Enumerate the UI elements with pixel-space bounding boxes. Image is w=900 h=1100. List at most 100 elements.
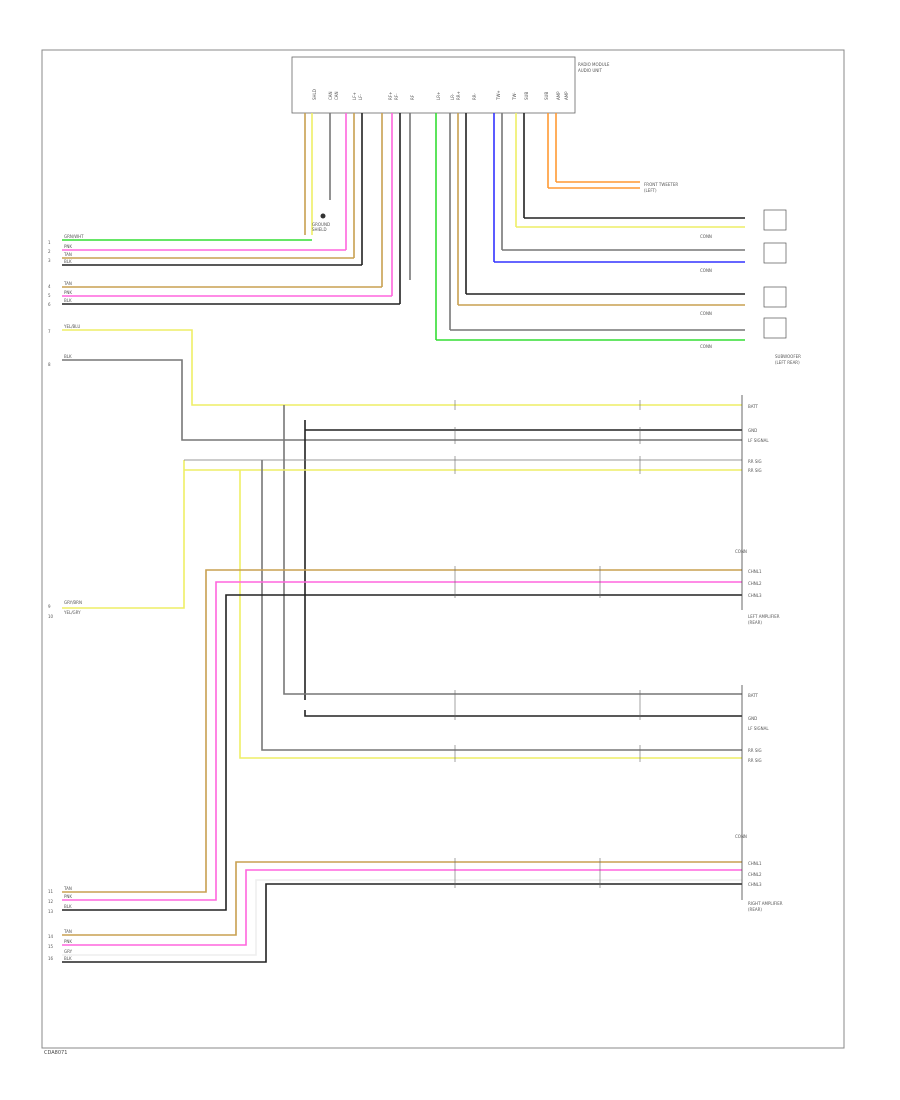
svg-text:CHNL2: CHNL2 [748,581,762,586]
svg-text:AMP: AMP [564,91,569,100]
svg-text:TAN: TAN [63,886,72,891]
svg-text:15: 15 [48,944,54,949]
footer-code: CDA8071 [44,1050,67,1056]
svg-text:8: 8 [48,362,51,367]
svg-text:GRN/WHT: GRN/WHT [64,234,84,239]
svg-text:CONN: CONN [735,834,747,839]
svg-text:6: 6 [48,302,51,307]
ground-symbol-icon: GROUND SHIELD [312,213,330,232]
svg-text:CONN: CONN [735,549,747,554]
svg-text:7: 7 [48,329,51,334]
svg-text:(REAR): (REAR) [748,620,762,625]
svg-text:(LEFT): (LEFT) [644,188,657,193]
amp-module-upper: BATT GND LF SIGNAL RR SIG RR SIG CONN CH… [735,395,780,625]
svg-text:BLK: BLK [64,904,72,909]
svg-text:RF-: RF- [394,93,399,100]
left-harness-top [62,239,400,305]
svg-text:RR SIG: RR SIG [748,748,762,753]
svg-text:CONN: CONN [700,344,712,349]
module-drop-wires [304,113,557,340]
svg-text:SUBWOOFER: SUBWOOFER [775,354,801,359]
svg-text:RR SIG: RR SIG [748,459,762,464]
svg-text:RF+: RF+ [388,92,393,100]
connector-ticks [454,400,641,888]
svg-text:RR SIG: RR SIG [748,758,762,763]
svg-text:RIGHT AMPLIFIER: RIGHT AMPLIFIER [748,901,783,906]
svg-text:TAN: TAN [63,929,72,934]
svg-text:BATT: BATT [748,404,759,409]
svg-text:10: 10 [48,614,54,619]
svg-text:LF+: LF+ [352,92,357,100]
svg-text:YEL/BLU: YEL/BLU [63,324,80,329]
svg-text:SUB: SUB [524,92,529,100]
svg-text:BLK: BLK [64,354,72,359]
left-harness-top-labels: GRN/WHT PNK TAN BLK TAN PNK BLK 123 456 [48,234,84,307]
svg-text:4: 4 [48,284,51,289]
svg-text:LEFT AMPLIFIER: LEFT AMPLIFIER [748,614,780,619]
speaker-labels: FRONT TWEETER (LEFT) CONN CONN CONN CONN… [644,182,801,365]
svg-text:FRONT TWEETER: FRONT TWEETER [644,182,678,187]
svg-text:13: 13 [48,909,54,914]
module-subtitle: AUDIO UNIT [578,68,602,73]
svg-text:BATT: BATT [748,693,759,698]
svg-text:TW+: TW+ [496,90,501,101]
svg-text:CONN: CONN [700,234,712,239]
svg-text:(LEFT REAR): (LEFT REAR) [775,360,800,365]
svg-text:GROUND: GROUND [312,222,330,227]
svg-text:11: 11 [48,889,54,894]
svg-text:14: 14 [48,934,54,939]
svg-text:9: 9 [48,604,51,609]
amp-module-lower: BATT GND LF SIGNAL RR SIG RR SIG CONN CH… [735,685,783,912]
svg-text:PNK: PNK [64,244,72,249]
svg-text:GRY: GRY [64,949,73,954]
svg-text:GND: GND [748,428,757,433]
diagram-frame [41,49,845,1049]
svg-text:CHNL3: CHNL3 [748,593,762,598]
svg-text:CONN: CONN [700,311,712,316]
svg-text:16: 16 [48,956,54,961]
svg-text:RR+: RR+ [456,91,461,100]
audio-module-box [291,56,576,114]
svg-text:LF SIGNAL: LF SIGNAL [748,726,769,731]
svg-text:(REAR): (REAR) [748,907,762,912]
svg-text:LF SIGNAL: LF SIGNAL [748,438,769,443]
svg-text:2: 2 [48,249,51,254]
right-speaker-feeds [436,181,745,341]
svg-text:CHNL3: CHNL3 [748,882,762,887]
svg-text:12: 12 [48,899,54,904]
svg-text:BLK: BLK [64,259,72,264]
svg-text:CAN: CAN [328,91,333,100]
svg-text:SHIELD: SHIELD [312,227,327,232]
lower-left-labels: TAN PNK BLK TAN PNK GRY BLK 11 12 13 14 15 16 [48,886,73,961]
speaker-icon [763,209,787,339]
svg-text:CHNL1: CHNL1 [748,861,762,866]
svg-text:AMP: AMP [556,91,561,100]
svg-text:SHLD: SHLD [312,89,317,100]
left-amp-harness [62,569,742,963]
module-pin-labels: SHLD CAN CAN LF+ LF- RF+ RF- RF LR+ LR- … [312,89,569,101]
svg-text:CHNL2: CHNL2 [748,872,762,877]
svg-text:BLK: BLK [64,956,72,961]
svg-text:PNK: PNK [64,939,72,944]
svg-text:TAN: TAN [63,281,72,286]
svg-text:PNK: PNK [64,290,72,295]
svg-text:LR-: LR- [450,93,455,100]
svg-text:TW-: TW- [512,92,517,101]
svg-text:LF-: LF- [358,93,363,100]
svg-text:3: 3 [48,258,51,263]
svg-text:PNK: PNK [64,894,72,899]
svg-text:SUB: SUB [544,92,549,100]
svg-text:CAN: CAN [334,91,339,100]
svg-text:YEL/GRY: YEL/GRY [63,610,81,615]
module-title: RADIO MODULE [578,62,610,67]
left-vertical-feeds [62,329,742,759]
svg-text:GND: GND [748,716,757,721]
svg-text:RF: RF [410,94,415,100]
svg-text:CHNL1: CHNL1 [748,569,762,574]
svg-text:GRY/BRN: GRY/BRN [64,600,82,605]
svg-text:1: 1 [48,240,51,245]
left-vertical-labels: YEL/BLU BLK 7 8 GRY/BRN YEL/GRY 9 10 [48,324,82,619]
svg-text:LR+: LR+ [436,92,441,100]
svg-text:CONN: CONN [700,268,712,273]
